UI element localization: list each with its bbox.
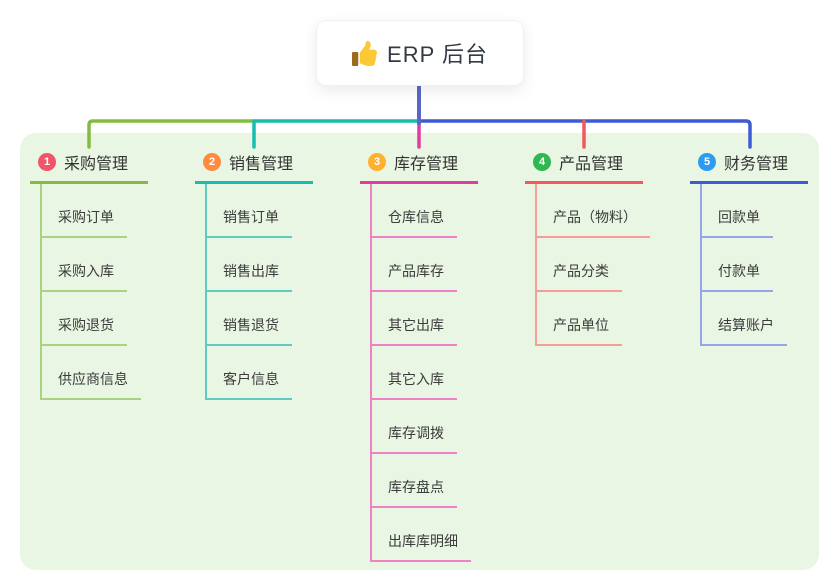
child-label: 销售退货 [205, 315, 292, 346]
child-node[interactable]: 销售退货 [205, 292, 360, 346]
child-label: 结算账户 [700, 315, 787, 346]
child-node[interactable]: 回款单 [700, 184, 839, 238]
child-node[interactable]: 库存盘点 [370, 454, 525, 508]
child-label: 采购入库 [40, 261, 127, 292]
branch-finance-children: 回款单 付款单 结算账户 [700, 184, 839, 346]
branch-inventory-children: 仓库信息 产品库存 其它出库 其它入库 库存调拨 库存盘点 出库库明细 [370, 184, 525, 562]
child-label: 出库库明细 [370, 531, 471, 562]
child-node[interactable]: 采购入库 [40, 238, 195, 292]
root-title: ERP 后台 [387, 42, 488, 67]
branch-product: 4 产品管理 产品（物料） 产品分类 产品单位 [525, 146, 690, 346]
branch-label: 销售管理 [229, 156, 294, 173]
branch-sales: 2 销售管理 销售订单 销售出库 销售退货 客户信息 [195, 146, 360, 400]
child-node[interactable]: 销售订单 [205, 184, 360, 238]
child-node[interactable]: 其它入库 [370, 346, 525, 400]
child-label: 产品（物料） [535, 207, 650, 238]
child-node[interactable]: 仓库信息 [370, 184, 525, 238]
child-label: 销售出库 [205, 261, 292, 292]
branch-purchase-node[interactable]: 1 采购管理 [30, 146, 148, 184]
branch-inventory-node[interactable]: 3 库存管理 [360, 146, 478, 184]
branch-label: 采购管理 [64, 156, 129, 173]
branch-inventory: 3 库存管理 仓库信息 产品库存 其它出库 其它入库 库存调拨 库存盘点 出库库… [360, 146, 525, 562]
child-node[interactable]: 产品库存 [370, 238, 525, 292]
child-label: 供应商信息 [40, 369, 141, 400]
child-node[interactable]: 结算账户 [700, 292, 839, 346]
child-node[interactable]: 采购订单 [40, 184, 195, 238]
branch-number-badge: 3 [368, 153, 386, 171]
child-node[interactable]: 产品单位 [535, 292, 690, 346]
child-label: 库存盘点 [370, 477, 457, 508]
child-node[interactable]: 供应商信息 [40, 346, 195, 400]
child-label: 产品库存 [370, 261, 457, 292]
child-node[interactable]: 采购退货 [40, 292, 195, 346]
branch-number-badge: 4 [533, 153, 551, 171]
branch-number-badge: 1 [38, 153, 56, 171]
child-label: 仓库信息 [370, 207, 457, 238]
child-node[interactable]: 产品（物料） [535, 184, 690, 238]
branches-panel-background [20, 133, 819, 570]
thumbs-up-icon [352, 40, 378, 66]
child-label: 其它入库 [370, 369, 457, 400]
child-label: 库存调拨 [370, 423, 457, 454]
branch-finance: 5 财务管理 回款单 付款单 结算账户 [690, 146, 839, 346]
child-node[interactable]: 客户信息 [205, 346, 360, 400]
branch-label: 库存管理 [394, 156, 459, 173]
branch-product-node[interactable]: 4 产品管理 [525, 146, 643, 184]
branch-label: 财务管理 [724, 156, 789, 173]
child-node[interactable]: 付款单 [700, 238, 839, 292]
root-node[interactable]: ERP 后台 [316, 20, 524, 86]
child-label: 产品分类 [535, 261, 622, 292]
child-node[interactable]: 其它出库 [370, 292, 525, 346]
child-label: 客户信息 [205, 369, 292, 400]
branch-product-children: 产品（物料） 产品分类 产品单位 [535, 184, 690, 346]
child-node[interactable]: 销售出库 [205, 238, 360, 292]
child-node[interactable]: 产品分类 [535, 238, 690, 292]
branch-label: 产品管理 [559, 156, 624, 173]
branch-number-badge: 5 [698, 153, 716, 171]
branch-finance-node[interactable]: 5 财务管理 [690, 146, 808, 184]
child-label: 付款单 [700, 261, 773, 292]
child-label: 产品单位 [535, 315, 622, 346]
branch-purchase: 1 采购管理 采购订单 采购入库 采购退货 供应商信息 [30, 146, 195, 400]
child-label: 回款单 [700, 207, 773, 238]
branch-sales-node[interactable]: 2 销售管理 [195, 146, 313, 184]
branch-sales-children: 销售订单 销售出库 销售退货 客户信息 [205, 184, 360, 400]
child-label: 采购订单 [40, 207, 127, 238]
branch-purchase-children: 采购订单 采购入库 采购退货 供应商信息 [40, 184, 195, 400]
child-label: 其它出库 [370, 315, 457, 346]
branch-number-badge: 2 [203, 153, 221, 171]
child-node[interactable]: 出库库明细 [370, 508, 525, 562]
child-node[interactable]: 库存调拨 [370, 400, 525, 454]
child-label: 销售订单 [205, 207, 292, 238]
child-label: 采购退货 [40, 315, 127, 346]
